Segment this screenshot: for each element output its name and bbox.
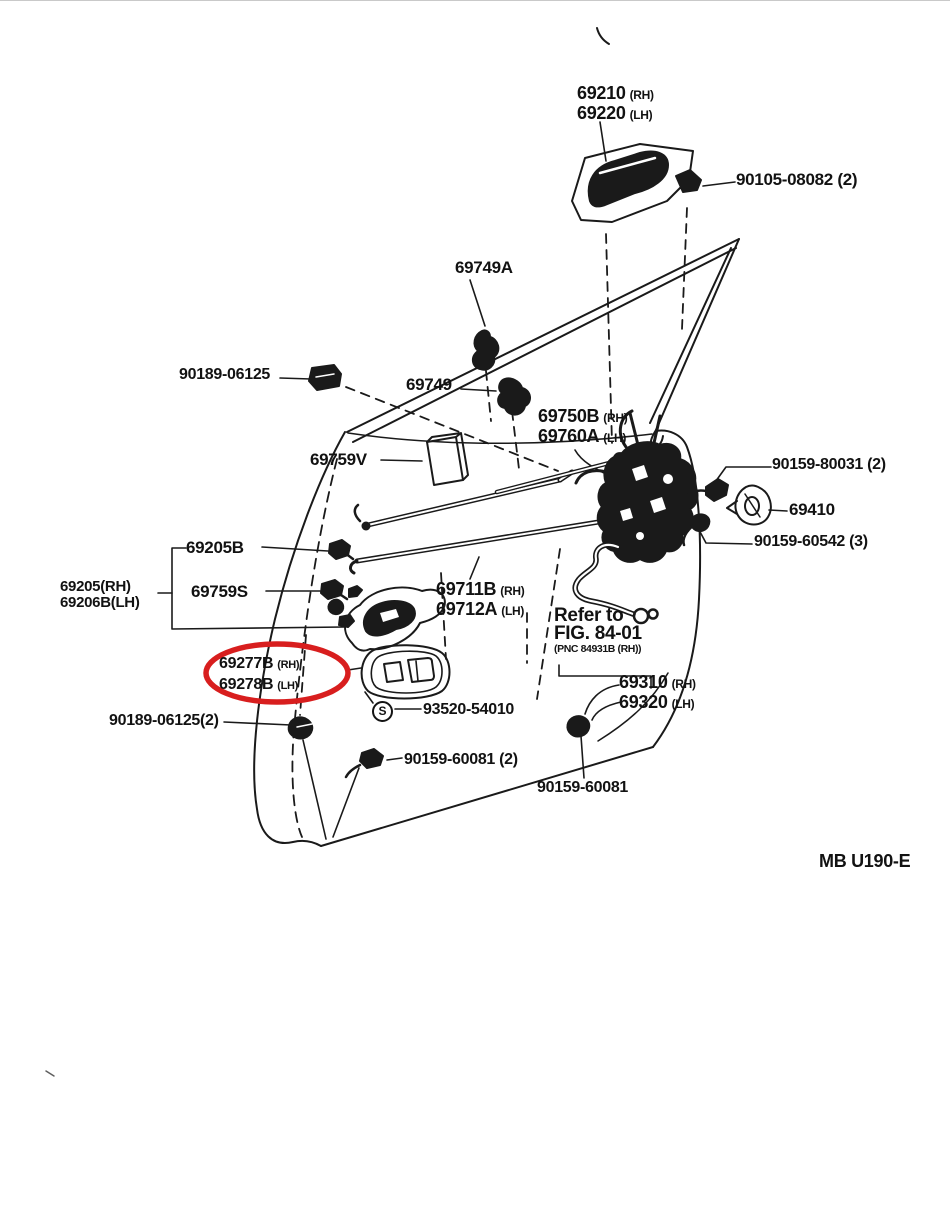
label-door-lock-rh: 69310(RH) bbox=[619, 673, 696, 693]
refer-note-line1: Refer to bbox=[554, 605, 624, 626]
label-outer-handle-lh: 69220(LH) bbox=[577, 104, 654, 124]
part-code: 69712A bbox=[436, 599, 498, 619]
label-link-rod-lh: 69712A(LH) bbox=[436, 600, 524, 620]
cable-part bbox=[572, 542, 659, 625]
rods-part bbox=[348, 444, 650, 575]
part-side: (LH) bbox=[629, 108, 653, 122]
label-cushion: 69759V bbox=[310, 450, 367, 469]
part-side: (LH) bbox=[501, 604, 525, 618]
part-side: (RH) bbox=[603, 411, 628, 425]
label-lock-remote-lh: 69760A(LH) bbox=[538, 427, 627, 447]
label-frame-sub: 69205B bbox=[186, 538, 244, 557]
front-screw-part bbox=[675, 169, 702, 193]
nut-upper-part bbox=[308, 364, 342, 391]
inner-handle-part bbox=[327, 586, 446, 652]
label-frame-rh: 69205(RH) bbox=[60, 578, 131, 595]
part-side: (LH) bbox=[671, 697, 695, 711]
part-side: (RH) bbox=[277, 659, 300, 671]
outer-handle-part bbox=[571, 143, 702, 223]
highlight-oval bbox=[203, 641, 351, 705]
label-refer-note: Refer to FIG. 84-01 (PNC 84931B (RH)) bbox=[554, 605, 642, 655]
part-side: (RH) bbox=[629, 88, 654, 102]
label-striker-screw-lower: 90159-60542 (3) bbox=[754, 533, 868, 550]
label-door-lock: 69310(RH) 69320(LH) bbox=[619, 673, 696, 713]
label-door-lock-lh: 69320(LH) bbox=[619, 693, 696, 713]
label-striker-screw-upper: 90159-80031 (2) bbox=[772, 456, 886, 473]
label-nut-lower: 90189-06125(2) bbox=[109, 712, 219, 729]
label-handle-screw: 69759S bbox=[191, 582, 248, 601]
label-frame-lh: 69206B(LH) bbox=[60, 594, 140, 611]
bottom-fasteners-part bbox=[287, 715, 591, 779]
label-outer-handle: 69210(RH) 69220(LH) bbox=[577, 84, 654, 124]
part-side: (RH) bbox=[671, 677, 696, 691]
door-outline bbox=[253, 238, 740, 847]
label-inner-bezel: 69277B(RH) 69278B(LH) bbox=[219, 654, 300, 696]
label-tapping-screw: 90159-60081 bbox=[537, 779, 629, 796]
scan-marks bbox=[45, 27, 610, 1077]
label-lock-remote-rh: 69750B(RH) bbox=[538, 406, 628, 427]
part-code: 69760A bbox=[538, 426, 600, 446]
part-side: (RH) bbox=[500, 584, 525, 598]
frame-screws-part bbox=[320, 539, 363, 601]
clip-part bbox=[497, 377, 531, 416]
label-nut-upper: 90189-06125 bbox=[179, 366, 271, 383]
label-inner-bezel-lh: 69278B(LH) bbox=[219, 675, 299, 696]
label-link-rod-rh: 69711B(RH) bbox=[436, 579, 525, 600]
label-tapping-screw-pair: 90159-60081 (2) bbox=[404, 751, 518, 768]
part-code: 69750B bbox=[538, 406, 600, 426]
label-snap-screw: 93520-54010 bbox=[423, 701, 515, 718]
label-lock-remote: 69750B(RH) 69760A(LH) bbox=[538, 406, 628, 447]
part-code: 69210 bbox=[577, 83, 626, 103]
label-frame: 69205(RH) 69206B(LH) bbox=[60, 579, 140, 611]
refer-note-line2: FIG. 84-01 bbox=[554, 623, 642, 644]
label-front-screw: 90105-08082 (2) bbox=[736, 170, 858, 189]
refer-note-line3: (PNC 84931B (RH)) bbox=[554, 643, 642, 655]
striker-part bbox=[682, 478, 772, 547]
figure-footer-code: MB U190-E bbox=[819, 851, 911, 871]
cushion-part bbox=[426, 432, 469, 486]
part-side: (LH) bbox=[277, 680, 299, 692]
label-clip: 69749 bbox=[406, 375, 452, 394]
part-code: 69320 bbox=[619, 692, 668, 712]
part-code: 69277B bbox=[219, 655, 274, 672]
part-side: (LH) bbox=[603, 431, 627, 445]
label-link-rod: 69711B(RH) 69712A(LH) bbox=[436, 579, 525, 620]
s-symbol: S bbox=[372, 701, 393, 722]
part-code: 69711B bbox=[436, 579, 497, 599]
inner-bezel-part bbox=[360, 644, 451, 700]
guide-dashes bbox=[299, 207, 688, 716]
part-code: 69310 bbox=[619, 672, 668, 692]
part-code: 69220 bbox=[577, 103, 626, 123]
label-outer-handle-rh: 69210(RH) bbox=[577, 84, 654, 104]
label-inner-bezel-rh: 69277B(RH) bbox=[219, 654, 300, 675]
label-clip-a: 69749A bbox=[455, 258, 513, 277]
clip-a-part bbox=[472, 329, 500, 371]
label-striker: 69410 bbox=[789, 500, 835, 519]
lock-assembly-part bbox=[574, 409, 699, 563]
part-code: 69278B bbox=[219, 676, 274, 693]
